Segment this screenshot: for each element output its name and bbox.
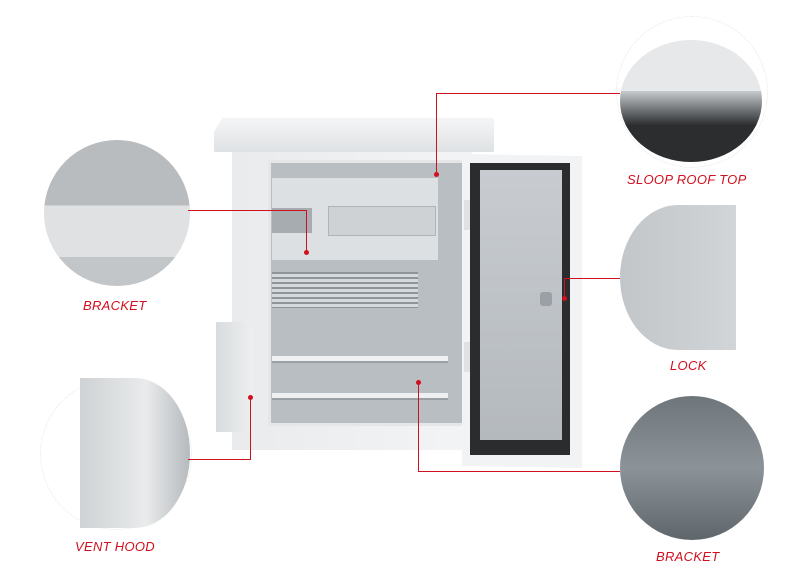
leader-dot-bracket-top bbox=[304, 250, 309, 255]
vent-hood-part bbox=[216, 322, 252, 432]
leader-line-vent-hood bbox=[188, 459, 251, 460]
label-sloop-roof-top: SLOOP ROOF TOP bbox=[627, 172, 747, 187]
leader-line-vent-hood-v bbox=[250, 397, 251, 459]
leader-line-roof-v bbox=[436, 93, 437, 175]
shelf-upper bbox=[272, 356, 448, 363]
leader-line-lock bbox=[564, 278, 620, 279]
cabinet-sloped-roof bbox=[214, 118, 494, 152]
leader-dot-bracket-bottom bbox=[416, 380, 421, 385]
label-vent-hood: VENT HOOD bbox=[75, 539, 155, 554]
door-lock-handle bbox=[540, 292, 552, 306]
detail-circle-vent-hood bbox=[80, 378, 190, 528]
breaker-window bbox=[328, 206, 436, 236]
detail-circle-bracket-bottom bbox=[620, 396, 764, 540]
vent-panel bbox=[272, 272, 418, 308]
leader-dot-lock bbox=[562, 296, 567, 301]
hinge-upper bbox=[464, 200, 470, 230]
label-bracket-bottom: BRACKET bbox=[656, 549, 720, 564]
din-rail-window bbox=[272, 208, 312, 233]
detail-circle-bracket-top bbox=[44, 140, 190, 286]
leader-line-bracket-bottom-v bbox=[418, 382, 419, 472]
label-bracket-top: BRACKET bbox=[83, 298, 147, 313]
detail-circle-roof bbox=[620, 40, 762, 162]
leader-dot-vent-hood bbox=[248, 395, 253, 400]
detail-halo-roof bbox=[616, 16, 768, 168]
leader-line-bracket-bottom bbox=[418, 471, 620, 472]
shelf-lower bbox=[272, 393, 448, 400]
leader-line-lock-v bbox=[564, 278, 565, 298]
leader-line-bracket-top bbox=[188, 210, 307, 211]
label-lock: LOCK bbox=[670, 358, 707, 373]
leader-line-roof bbox=[436, 93, 620, 94]
leader-dot-roof bbox=[434, 172, 439, 177]
leader-line-bracket-top-v bbox=[306, 210, 307, 252]
detail-circle-lock bbox=[620, 205, 736, 350]
hinge-lower bbox=[464, 342, 470, 372]
